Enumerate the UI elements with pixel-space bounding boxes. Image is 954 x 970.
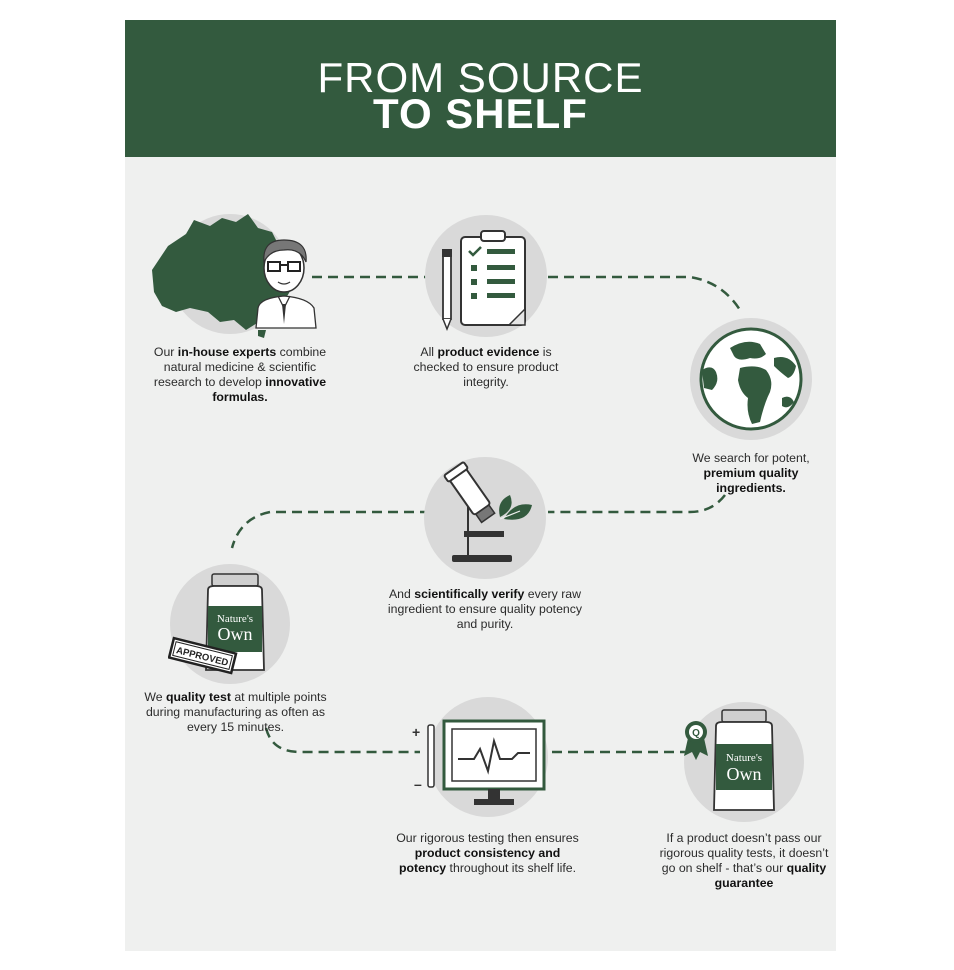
- clipboard-checklist-icon: [425, 215, 547, 337]
- caption-text: combine natural medicine & scientific re…: [153, 345, 327, 389]
- bottle-rosette-icon: Nature's Own Q: [680, 700, 810, 824]
- caption-text: And: [388, 587, 415, 601]
- caption-bold: premium quality ingredients.: [703, 466, 799, 495]
- step-caption-3: We search for potent, premium quality in…: [671, 451, 831, 496]
- svg-text:Q: Q: [692, 728, 700, 739]
- microscope-leaf-icon: [424, 457, 548, 579]
- caption-text: If a product doesn’t pass our rigorous q…: [659, 831, 829, 875]
- scientist-with-australia-map-icon: [150, 212, 320, 342]
- caption-text: We search for potent,: [692, 451, 810, 465]
- approved-stamp: APPROVED: [167, 636, 238, 675]
- caption-text: throughout its shelf life.: [446, 861, 577, 875]
- caption-text: Our rigorous testing then ensures: [396, 831, 579, 845]
- caption-bold: innovative formulas.: [212, 375, 327, 404]
- step-caption-5: We quality test at multiple points durin…: [138, 690, 333, 735]
- svg-text:–: –: [414, 776, 422, 792]
- step-caption-1: Our in-house experts combine natural med…: [140, 345, 340, 405]
- caption-text: All: [420, 345, 438, 359]
- bottle-label-line1: Nature's: [726, 752, 762, 764]
- caption-text: We: [144, 690, 166, 704]
- title-line-1: FROM SOURCE: [317, 54, 644, 101]
- bottle-label-line2: Own: [727, 764, 762, 784]
- caption-bold: product evidence: [437, 345, 540, 359]
- title-line-2: TO SHELF: [373, 90, 588, 137]
- svg-text:+: +: [412, 724, 420, 740]
- header-banner: FROM SOURCE TO SHELF: [125, 20, 836, 157]
- caption-text: Our: [153, 345, 178, 359]
- caption-bold: scientifically verify: [414, 587, 525, 601]
- globe-icon: [690, 318, 812, 440]
- rosette-badge: Q: [684, 721, 708, 760]
- caption-text: at multiple points during manufacturing …: [145, 690, 327, 734]
- caption-text: is checked to ensure product integrity.: [413, 345, 559, 389]
- step-caption-6: Our rigorous testing then ensures produc…: [390, 831, 585, 876]
- approved-bottle-icon: Nature's Own APPROVED: [167, 562, 292, 686]
- caption-bold: quality test: [166, 690, 231, 704]
- caption-bold: product consistency and potency: [398, 846, 561, 875]
- caption-bold: quality guarantee: [714, 861, 827, 890]
- step-caption-7: If a product doesn’t pass our rigorous q…: [655, 831, 833, 891]
- step-caption-4: And scientifically verify every raw ingr…: [385, 587, 585, 632]
- caption-bold: in-house experts: [177, 345, 277, 359]
- step-caption-2: All product evidence is checked to ensur…: [396, 345, 576, 390]
- caption-text: every raw ingredient to ensure quality p…: [387, 587, 583, 631]
- bottle-label-line2: Own: [218, 624, 253, 644]
- bottle-label-line1: Nature's: [217, 613, 253, 625]
- monitor-heartbeat-icon: + –: [408, 695, 558, 819]
